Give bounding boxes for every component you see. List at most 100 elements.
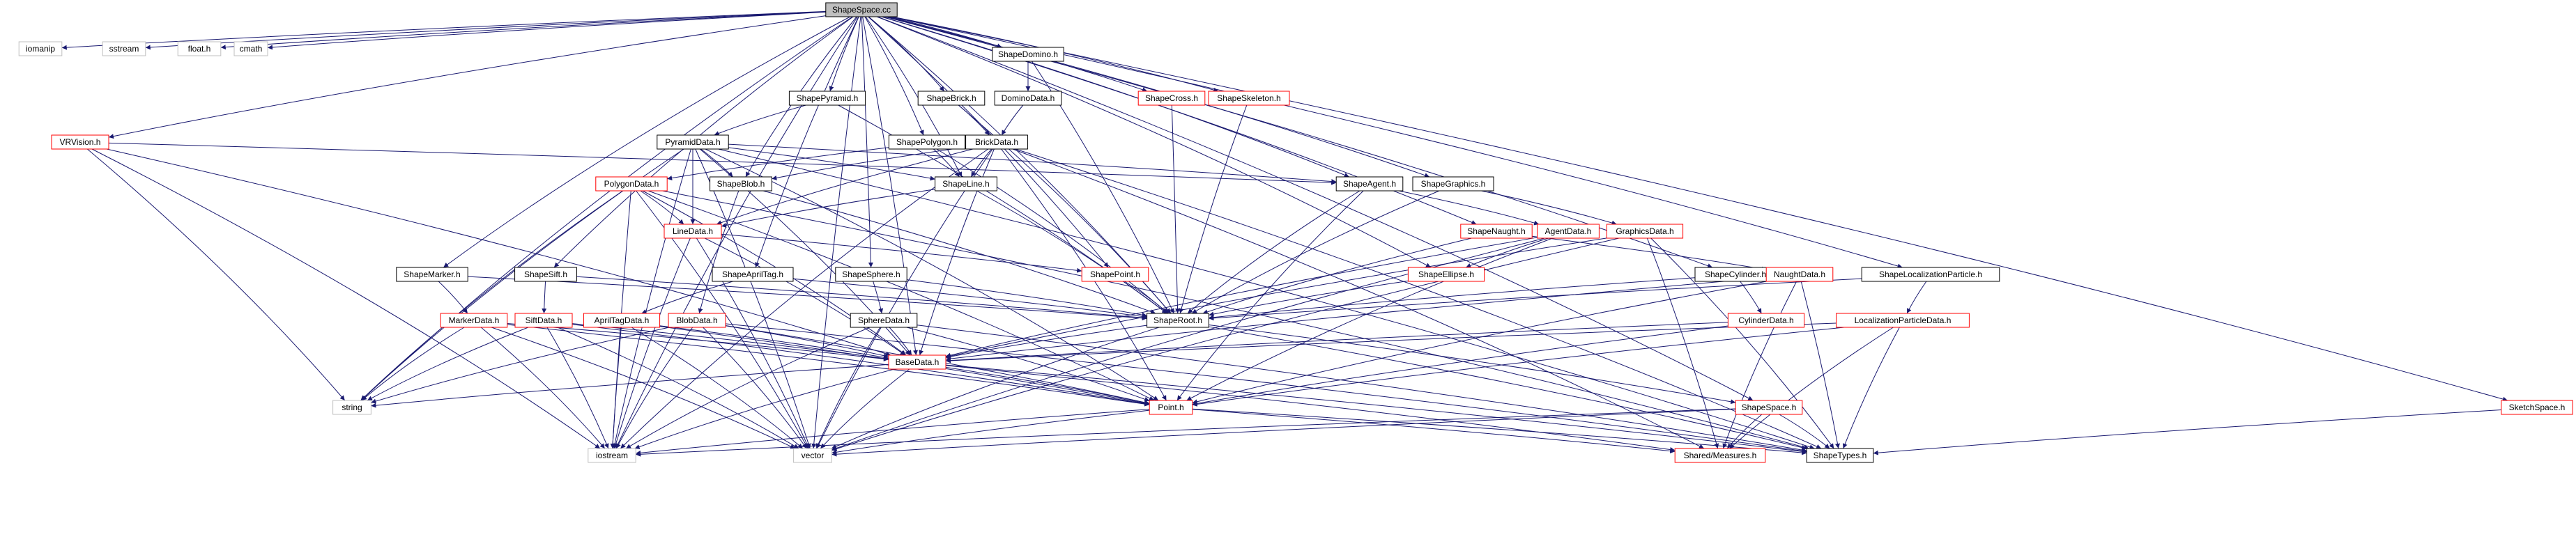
node-shapesphere[interactable]: ShapeSphere.h	[835, 267, 907, 282]
edge	[659, 325, 889, 360]
edge	[620, 148, 989, 449]
node-shapeline[interactable]: ShapeLine.h	[935, 176, 997, 192]
edge	[873, 281, 884, 314]
node-shapeapriltag[interactable]: ShapeAprilTag.h	[712, 267, 794, 282]
edge	[755, 16, 859, 268]
node-sharedmeasures[interactable]: Shared/Measures.h	[1674, 448, 1766, 463]
node-basedata[interactable]: BaseData.h	[888, 354, 946, 370]
node-blobdata[interactable]: BlobData.h	[668, 313, 726, 328]
node-shapeellipse[interactable]: ShapeEllipse.h	[1407, 267, 1485, 282]
node-pyramiddata[interactable]: PyramidData.h	[657, 134, 729, 150]
node-iostream[interactable]: iostream	[588, 448, 636, 463]
edge-shapespaceh-to-shapetypes	[1779, 414, 1830, 449]
edge-root-to-shapepolygon	[864, 16, 924, 136]
node-iomanip[interactable]: iomanip	[18, 41, 63, 56]
node-sstream[interactable]: sstream	[102, 41, 146, 56]
node-box	[1081, 267, 1149, 282]
edge	[61, 10, 826, 50]
edge-root-to-shapesphere	[861, 16, 873, 268]
node-cmath[interactable]: cmath	[233, 41, 268, 56]
edge-blobdata-to-string	[371, 327, 670, 404]
node-shapepyramid[interactable]: ShapePyramid.h	[788, 91, 866, 106]
edge-shapesphere-to-spheredata	[873, 281, 884, 314]
node-root[interactable]: ShapeSpace.cc	[825, 2, 898, 17]
edge	[1779, 414, 1830, 449]
node-pointh[interactable]: Point.h	[1149, 400, 1193, 415]
node-box	[712, 267, 794, 282]
node-label: string	[342, 403, 362, 412]
node-polygondata[interactable]: PolygonData.h	[595, 176, 668, 192]
node-shapelocparticle[interactable]: ShapeLocalizationParticle.h	[1861, 267, 2000, 282]
node-box	[1407, 267, 1485, 282]
node-box	[1765, 267, 1834, 282]
node-spheredata[interactable]: SphereData.h	[850, 313, 918, 328]
edge-apriltagdata-to-basedata	[659, 325, 889, 360]
node-shapecylinder[interactable]: ShapeCylinder.h	[1694, 267, 1777, 282]
edge-root-to-basedata	[862, 16, 918, 356]
node-shapecross[interactable]: ShapeCross.h	[1137, 91, 1206, 106]
node-vrvision[interactable]: VRVision.h	[51, 134, 109, 150]
node-cylinderdata[interactable]: CylinderData.h	[1727, 313, 1805, 328]
node-shapeskeleton[interactable]: ShapeSkeleton.h	[1208, 91, 1290, 106]
node-label: ShapeBlob.h	[717, 179, 765, 189]
node-string[interactable]: string	[332, 400, 371, 415]
edge-shapecross-to-shaperoot	[1171, 104, 1181, 314]
node-floath[interactable]: float.h	[177, 41, 222, 56]
node-shapeblob[interactable]: ShapeBlob.h	[710, 176, 772, 192]
node-sketchspace[interactable]: SketchSpace.h	[2501, 400, 2573, 415]
node-shapepolygon[interactable]: ShapePolygon.h	[888, 134, 966, 150]
node-linedata[interactable]: LineData.h	[664, 224, 722, 239]
edge-shapeapriltag-to-shaperoot	[792, 278, 1147, 319]
node-shapenaught[interactable]: ShapeNaught.h	[1460, 224, 1533, 239]
node-label: vector	[802, 451, 825, 460]
edge	[636, 409, 1150, 455]
node-apriltagdata[interactable]: AprilTagData.h	[583, 313, 661, 328]
edge-blobdata-to-iostream	[615, 327, 693, 449]
edge	[1179, 104, 1248, 314]
node-shapespaceh[interactable]: ShapeSpace.h	[1735, 400, 1803, 415]
node-shapebrick[interactable]: ShapeBrick.h	[917, 91, 986, 106]
edge	[546, 327, 609, 449]
edge-shapepyramid-to-pyramiddata	[714, 104, 806, 136]
node-graphicsdata[interactable]: GraphicsData.h	[1606, 224, 1684, 239]
node-markerdata[interactable]: MarkerData.h	[440, 313, 508, 328]
node-label: ShapePyramid.h	[797, 93, 859, 103]
node-naughtdata[interactable]: NaughtData.h	[1765, 267, 1834, 282]
edge-shapeagent-to-shaperoot	[1187, 190, 1360, 314]
node-shapedomino[interactable]: ShapeDomino.h	[992, 47, 1064, 62]
edge	[862, 16, 918, 356]
edge	[1192, 281, 1767, 405]
node-box	[1460, 224, 1533, 239]
edge	[1192, 409, 1676, 454]
edge	[86, 148, 346, 401]
node-dominodata[interactable]: DominoData.h	[994, 91, 1062, 106]
edge-spheredata-to-basedata	[889, 327, 912, 356]
edge-shapeagent-to-agentdata	[1398, 190, 1540, 226]
node-shapesift[interactable]: ShapeSift.h	[514, 267, 577, 282]
edge	[815, 327, 881, 449]
edge-brickdata-to-linedata	[716, 148, 974, 225]
edge	[728, 143, 1337, 185]
node-box	[177, 41, 222, 56]
node-agentdata[interactable]: AgentData.h	[1537, 224, 1600, 239]
node-vector[interactable]: vector	[793, 448, 832, 463]
node-label: MarkerData.h	[449, 315, 500, 325]
edge	[480, 327, 606, 449]
edge-linedata-to-iostream	[613, 237, 691, 449]
node-siftdata[interactable]: SiftData.h	[514, 313, 573, 328]
edge	[831, 237, 1620, 451]
node-shapemarker[interactable]: ShapeMarker.h	[396, 267, 468, 282]
node-label: ShapeAprilTag.h	[722, 270, 783, 279]
node-shapepoint[interactable]: ShapePoint.h	[1081, 267, 1149, 282]
edge	[1171, 104, 1181, 314]
node-shaperoot[interactable]: ShapeRoot.h	[1147, 313, 1209, 328]
edge	[1209, 278, 1862, 321]
node-box	[514, 313, 573, 328]
edge-vrvision-to-basedata	[106, 148, 891, 357]
node-label: ShapeAgent.h	[1343, 179, 1396, 189]
node-shapeagent[interactable]: ShapeAgent.h	[1335, 176, 1404, 192]
node-shapegraphics[interactable]: ShapeGraphics.h	[1412, 176, 1494, 192]
node-locparticledata[interactable]: LocalizationParticleData.h	[1836, 313, 1970, 328]
node-shapetypes[interactable]: ShapeTypes.h	[1806, 448, 1874, 463]
node-brickdata[interactable]: BrickData.h	[965, 134, 1028, 150]
